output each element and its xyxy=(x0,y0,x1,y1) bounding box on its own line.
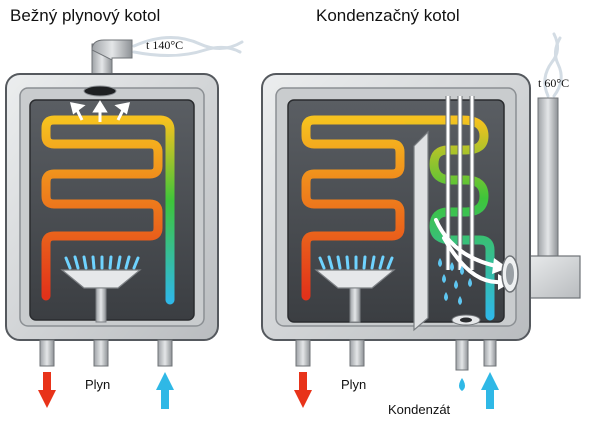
condensing-coil xyxy=(403,115,495,321)
heat-exchanger-coil-right xyxy=(301,115,413,301)
burner-right xyxy=(314,255,396,323)
connection-pipes-left xyxy=(39,339,173,367)
condensate-drops xyxy=(438,258,472,305)
flue-steam-left xyxy=(132,35,244,58)
condensate-drop-icon xyxy=(459,378,465,391)
burner-left xyxy=(60,255,142,323)
standard-boiler xyxy=(5,35,244,409)
combustion-chamber-left xyxy=(29,99,195,321)
connection-pipes-right xyxy=(295,339,497,371)
exhaust-flow-arrows xyxy=(434,218,502,285)
flue-opening-left xyxy=(83,85,117,97)
condensing-boiler xyxy=(261,32,581,409)
cold-water-in-arrow-right xyxy=(481,372,499,409)
divider-plate xyxy=(413,130,429,332)
hot-water-out-arrow-right xyxy=(294,372,312,408)
hot-gas-arrows-left xyxy=(69,100,131,122)
condensing-boiler-gas-label: Plyn xyxy=(341,377,367,392)
standard-boiler-title: Bežný plynový kotol xyxy=(10,6,161,25)
condensing-boiler-title: Kondenzačný kotol xyxy=(316,6,460,25)
standard-boiler-temperature: t 140°C xyxy=(146,38,184,52)
flue-steam-right xyxy=(543,32,563,98)
cold-water-in-arrow-left xyxy=(156,372,174,409)
standard-boiler-gas-label: Plyn xyxy=(85,377,111,392)
heat-exchanger-coil-left xyxy=(41,115,175,305)
condensing-boiler-temperature: t 60°C xyxy=(538,76,570,90)
condensate-label: Kondenzát xyxy=(388,402,451,417)
hot-water-out-arrow-left xyxy=(38,372,56,408)
flue-pipe-left xyxy=(91,39,133,81)
